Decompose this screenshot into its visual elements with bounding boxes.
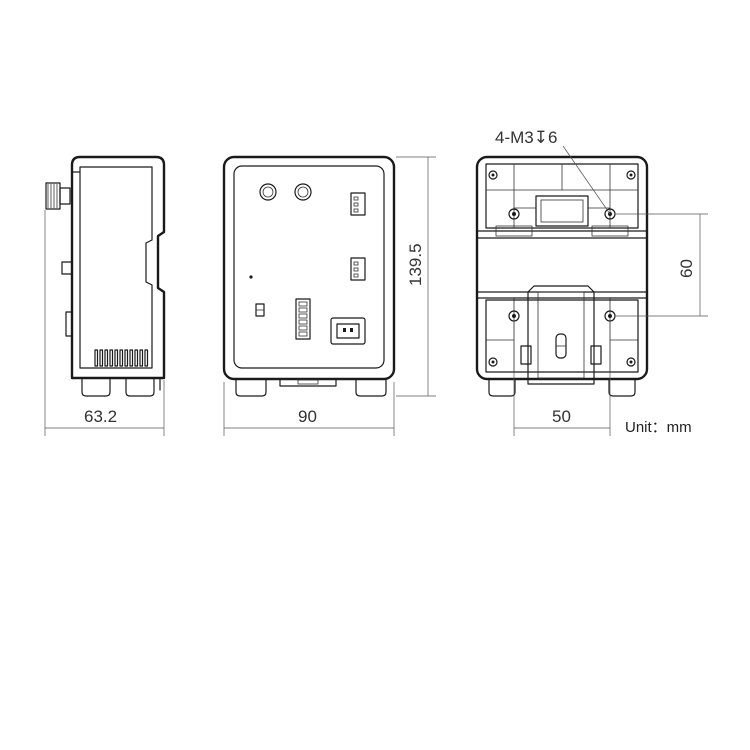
din-clip bbox=[527, 285, 595, 385]
mount-hole-callout: 4-M3↧6 bbox=[495, 128, 557, 147]
connector-mid bbox=[350, 257, 366, 281]
power-connector bbox=[330, 317, 366, 345]
back-body bbox=[475, 155, 649, 381]
front-view: 90 139.5 bbox=[222, 155, 436, 436]
vent-slots bbox=[94, 349, 149, 367]
dim-back-hole-spacing: 50 bbox=[552, 407, 571, 426]
led-left bbox=[259, 183, 277, 201]
front-body bbox=[222, 155, 396, 381]
dim-front-height: 139.5 bbox=[406, 243, 425, 286]
back-view: 4-M3↧6 60 50 Unit：mm bbox=[475, 128, 708, 436]
mount-hole bbox=[508, 208, 520, 220]
led-right bbox=[294, 183, 312, 201]
side-view: 63.2 bbox=[44, 155, 166, 436]
dim-front-width: 90 bbox=[298, 407, 317, 426]
connector-top bbox=[350, 192, 366, 216]
terminal-block bbox=[295, 298, 311, 340]
dim-side-depth: 63.2 bbox=[84, 407, 117, 426]
side-body bbox=[70, 155, 166, 380]
unit-label: Unit：mm bbox=[625, 419, 692, 436]
center-window bbox=[535, 195, 589, 227]
dim-back-vertical: 60 bbox=[677, 259, 696, 278]
